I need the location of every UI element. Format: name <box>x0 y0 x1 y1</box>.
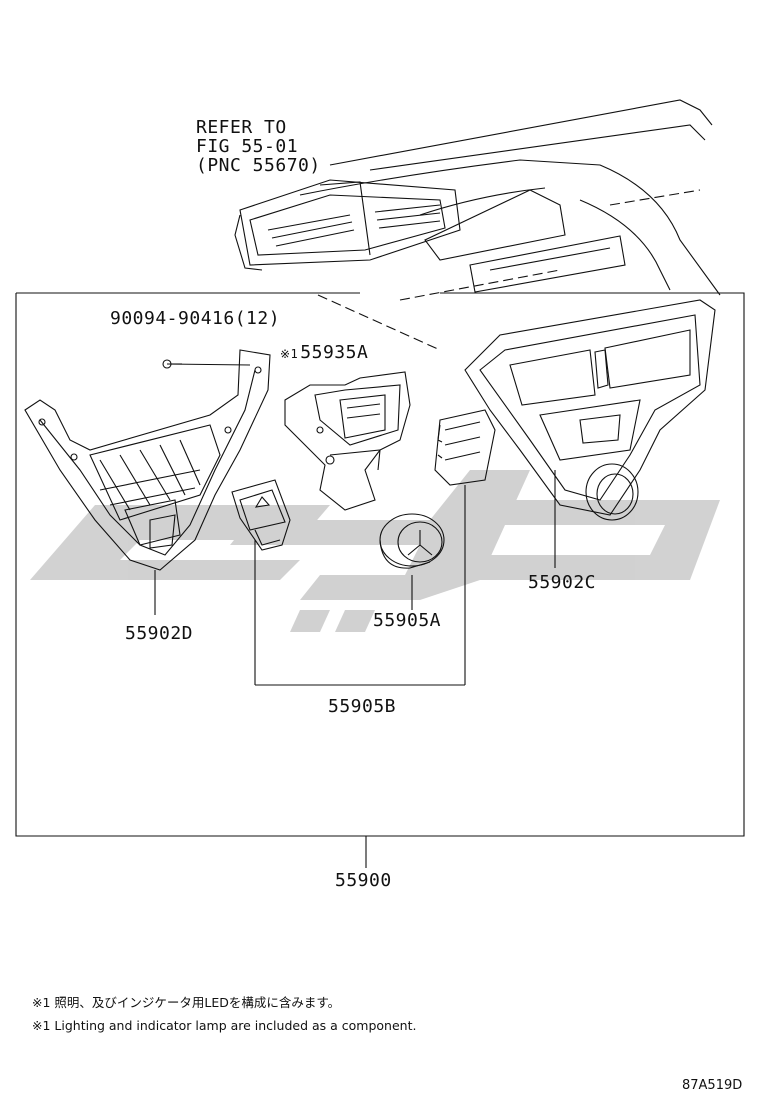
switch-housing-55935A <box>284 371 411 511</box>
label-55905B: 55905B <box>328 696 397 717</box>
note-japanese: ※1 照明、及びインジケータ用LEDを構成に含みます。 <box>32 995 341 1010</box>
refer-line1: REFER TO <box>196 117 287 138</box>
bolt-icon <box>162 359 251 369</box>
mark-symbol: ※1 <box>280 347 299 361</box>
label-55902C: 55902C <box>528 572 597 593</box>
assembly-frame <box>15 292 745 837</box>
left-panel-55902D <box>24 349 271 615</box>
dashboard-outline <box>299 99 721 351</box>
label-55935A-text: 55935A <box>300 342 369 363</box>
switch-stack <box>255 409 496 686</box>
hazard-switch <box>231 479 291 685</box>
label-55900: 55900 <box>335 870 392 891</box>
refer-line3: (PNC 55670) <box>196 155 321 176</box>
right-panel-55902C <box>464 299 716 568</box>
figure-code: 87A519D <box>682 1078 743 1093</box>
label-55902D: 55902D <box>125 623 194 644</box>
knob-55905A <box>379 513 445 610</box>
refer-line2: FIG 55-01 <box>196 136 299 157</box>
label-55905A: 55905A <box>373 610 442 631</box>
watermark-logo <box>30 470 720 632</box>
label-bolt: 90094-90416(12) <box>110 308 281 329</box>
air-vent <box>234 179 461 271</box>
note-english: ※1 Lighting and indicator lamp are inclu… <box>32 1018 417 1033</box>
